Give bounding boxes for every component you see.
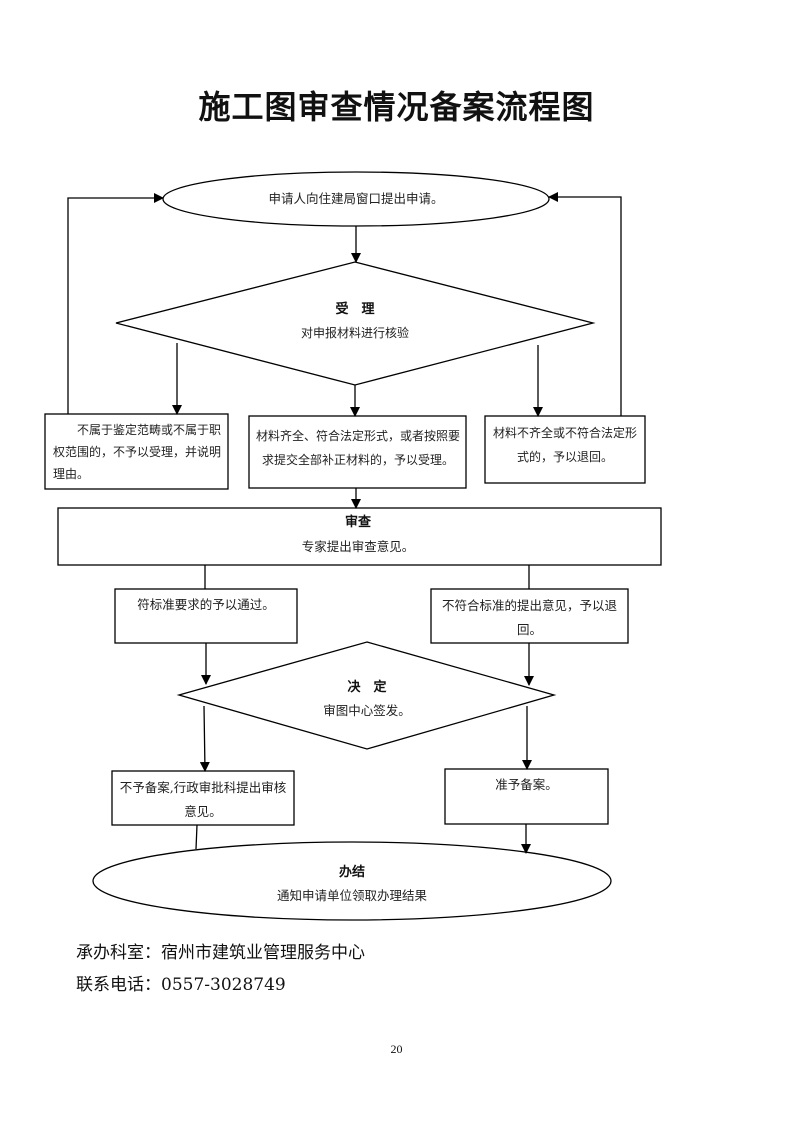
no-record-text: 不予备案,行政审批科提出审核意见。: [119, 780, 287, 819]
accept-heading: 受 理: [335, 302, 375, 317]
office-value: 宿州市建筑业管理服务中心: [161, 943, 365, 963]
office-label: 承办科室：: [76, 943, 161, 963]
no-record-box: [111, 770, 295, 826]
page-title: 施工图审查情况备案流程图: [198, 88, 595, 126]
page-number: 20: [390, 1042, 403, 1056]
accept-ok-text: 材料齐全、符合法定形式，或者按照要求提交全部补正材料的，予以受理。: [256, 429, 461, 467]
finish-heading: 办结: [338, 865, 365, 880]
pass-box: [114, 588, 298, 644]
pass-text: 符标准要求的予以通过。: [137, 597, 275, 612]
accept-ok-box: [248, 415, 467, 489]
record-box: [444, 768, 609, 825]
return-box: [484, 415, 646, 484]
return-text: 材料不齐全或不符合法定形式的，予以退回。: [492, 426, 637, 464]
arrow-decide-to-no-record: [199, 705, 210, 772]
decide-text: 审图中心签发。: [323, 703, 411, 718]
phone-value: 0557-3028749: [161, 975, 286, 995]
loop-right-to-apply: [548, 192, 622, 416]
record-text: 准予备案。: [495, 777, 558, 792]
reject-scope-box: [44, 413, 229, 490]
decide-diamond: [176, 641, 557, 750]
accept-text: 对申报材料进行核验: [300, 326, 409, 340]
finish-ellipse: [92, 841, 612, 921]
review-text: 专家提出审查意见。: [301, 539, 415, 554]
line-no-record-to-finish: [195, 824, 198, 850]
finish-text: 通知申请单位领取办理结果: [276, 888, 427, 903]
decide-heading: 决 定: [347, 680, 387, 695]
fail-text: 不符合标准的提出意见，予以退回。: [441, 598, 617, 637]
loop-left-to-apply: [67, 193, 164, 414]
phone-label: 联系电话：: [76, 975, 161, 995]
phone-line: 联系电话：0557-3028749: [76, 970, 286, 995]
review-heading: 审查: [344, 515, 371, 530]
review-box: [57, 507, 662, 566]
office-line: 承办科室：宿州市建筑业管理服务中心: [76, 938, 365, 963]
reject-scope-text: 不属于鉴定范畴或不属于职权范围的，不予以受理，并说明理由。: [53, 423, 222, 481]
apply-text: 申请人向住建局窗口提出申请。: [268, 191, 444, 206]
